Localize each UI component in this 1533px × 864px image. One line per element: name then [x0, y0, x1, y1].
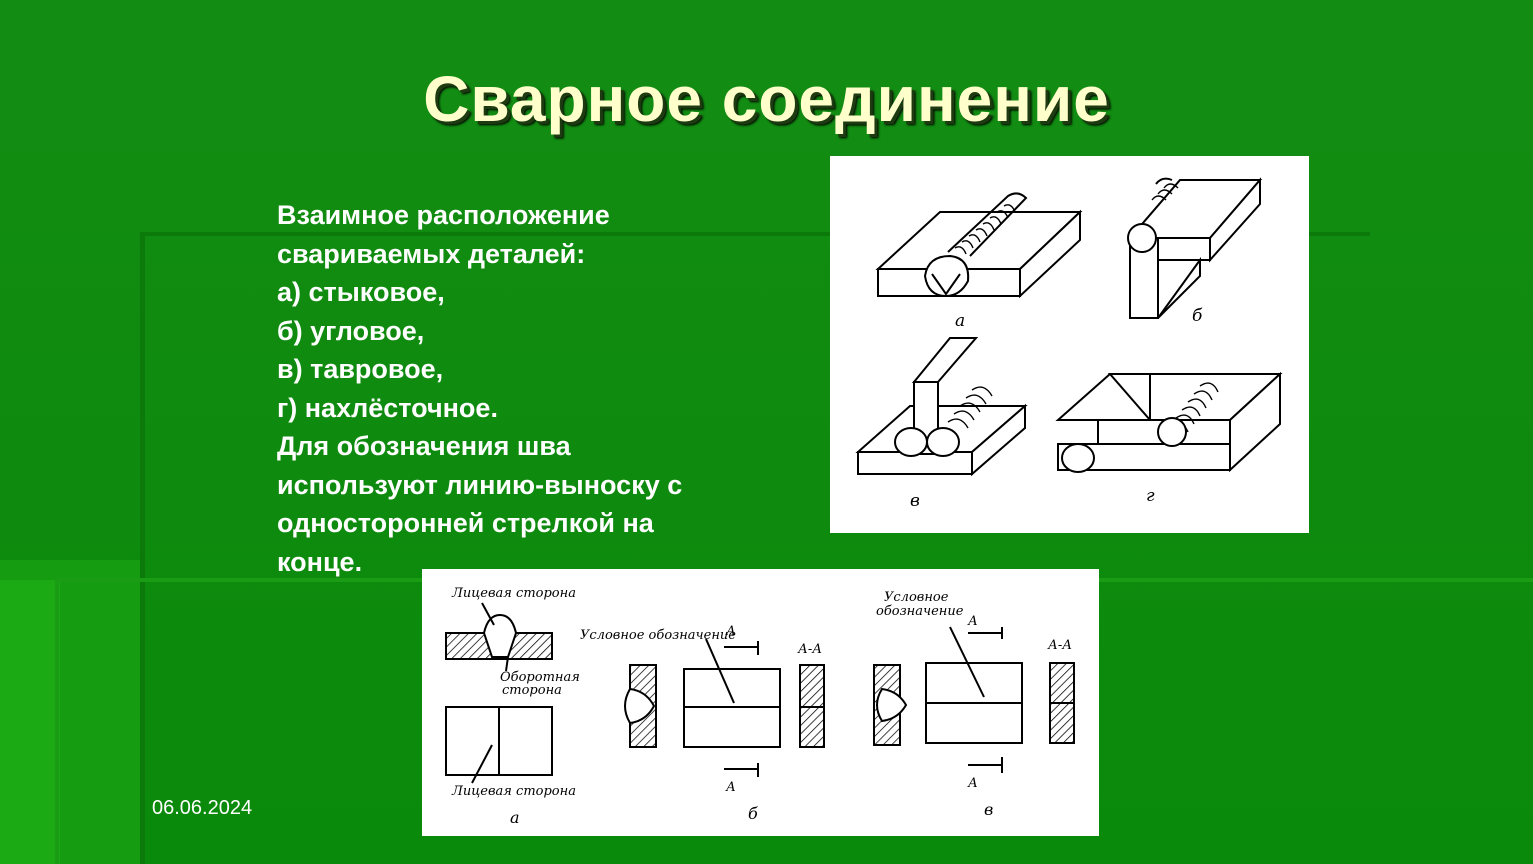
weld-designation-figure: Лицевая сторона Оборотная сторона Лицева… — [422, 569, 1099, 836]
slide-date: 06.06.2024 — [152, 797, 253, 819]
arrow-letter: А — [725, 624, 736, 639]
face-side-label: Лицевая сторона — [451, 586, 576, 601]
lap-joint-drawing — [1055, 371, 1283, 473]
design-a-drawing — [445, 602, 553, 784]
reverse-side-label-2: сторона — [502, 683, 562, 698]
conventional-label-2: обозначение — [876, 604, 964, 619]
text-line: Для обозначения шва — [277, 431, 571, 461]
text-line: конце. — [277, 546, 363, 577]
label-v: в — [910, 491, 920, 511]
label-b: б — [748, 804, 758, 823]
label-v: в — [984, 800, 993, 819]
text-line: а) стыковое, — [277, 277, 445, 307]
tee-joint-drawing — [855, 337, 1028, 477]
text-line: односторонней стрелкой на — [277, 508, 654, 538]
text-line: свариваемых деталей: — [277, 238, 586, 269]
arrow-letter: А — [967, 776, 978, 791]
arrow-letter: А — [967, 614, 978, 629]
corner-joint-drawing — [1127, 177, 1263, 319]
design-v-drawing — [873, 626, 1075, 773]
body-text: Взаимное расположение свариваемых детале… — [277, 196, 797, 581]
text-line: в) тавровое, — [277, 354, 444, 384]
conventional-label-1: Условное — [884, 590, 949, 605]
label-a: а — [955, 311, 965, 331]
arrow-letter: А — [725, 780, 736, 795]
reverse-side-label: Оборотная — [500, 670, 580, 685]
text-line: б) угловое, — [277, 315, 425, 346]
section-label: А-А — [1047, 638, 1072, 653]
text-line: г) нахлёсточное. — [277, 392, 498, 423]
butt-joint-drawing — [875, 192, 1083, 299]
text-line: используют линию-выноску с — [277, 469, 683, 500]
conventional-mark-label: Условное обозначение — [580, 628, 736, 643]
slide-title: Сварное соединение — [423, 63, 1110, 135]
label-a: а — [510, 808, 520, 827]
joint-types-figure: а б — [830, 156, 1309, 533]
label-b: б — [1192, 306, 1203, 326]
section-label: А-А — [797, 642, 822, 657]
face-side-bottom-label: Лицевая сторона — [451, 784, 576, 799]
label-g: г — [1146, 486, 1155, 506]
design-b-drawing — [624, 638, 825, 777]
text-line: Взаимное расположение — [277, 200, 610, 230]
